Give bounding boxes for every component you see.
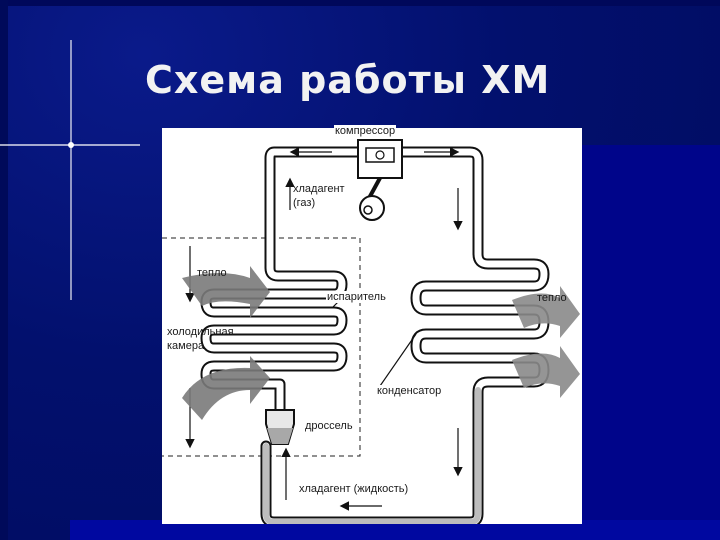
label-compressor: компрессор bbox=[334, 125, 397, 137]
label-evaporator: испаритель bbox=[326, 291, 387, 303]
slide-title: Схема работы ХМ bbox=[145, 58, 551, 102]
right-band bbox=[580, 145, 720, 540]
compressor-icon bbox=[357, 139, 403, 221]
label-cold-chamber: холодильная bbox=[167, 326, 234, 338]
label-condenser: конденсатор bbox=[376, 385, 443, 397]
throttle-icon bbox=[265, 409, 295, 445]
label-refrigerant-gas: хладагент bbox=[293, 183, 345, 195]
bottom-band bbox=[70, 520, 720, 540]
left-strip bbox=[0, 0, 8, 540]
top-strip bbox=[0, 0, 720, 6]
label-cold-chamber-2: камера bbox=[167, 340, 205, 352]
label-heat-right: тепло bbox=[537, 292, 567, 304]
refrigerant-pipe bbox=[200, 146, 550, 524]
diagram-drawing bbox=[162, 139, 580, 524]
heat-arrow-icon bbox=[182, 266, 580, 420]
label-heat-left: тепло bbox=[197, 267, 227, 279]
label-refrigerant-liquid: хладагент (жидкость) bbox=[298, 483, 410, 495]
label-refrigerant-gas-state: (газ) bbox=[293, 197, 316, 209]
label-throttle: дроссель bbox=[304, 420, 354, 432]
refrigerator-diagram: компрессор хладагент (газ) тепло испарит… bbox=[162, 125, 582, 524]
